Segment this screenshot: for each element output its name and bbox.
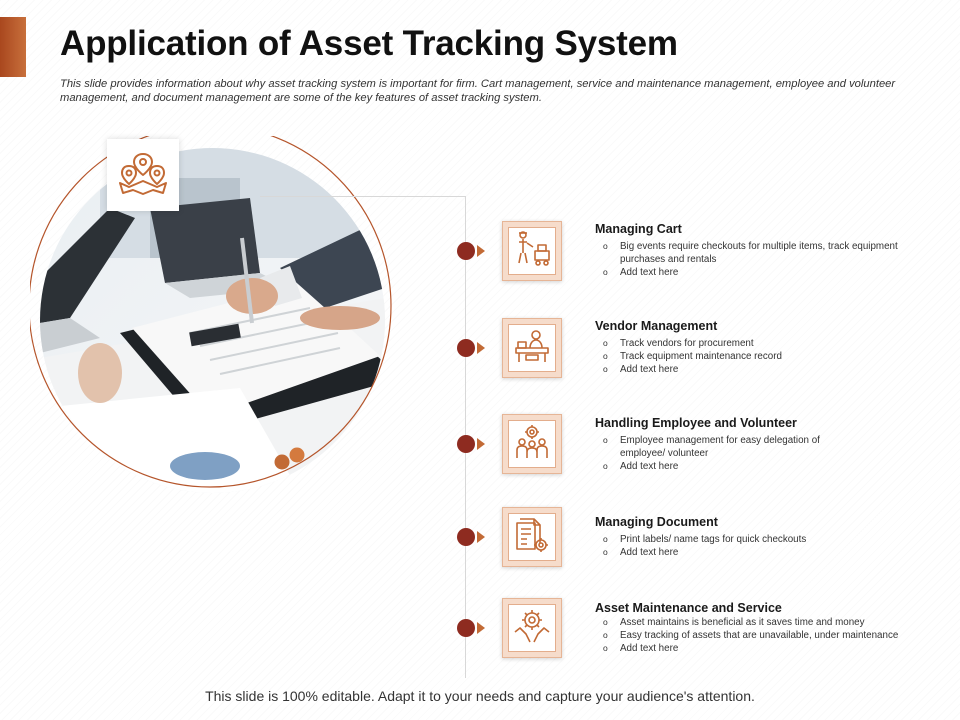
item-title-4: Managing Document [595,515,718,529]
bullet: Add text here [603,460,848,473]
page-title: Application of Asset Tracking System [60,24,678,63]
item-icon-box-5 [502,598,562,658]
bullet: Big events require checkouts for multipl… [603,240,933,266]
worker-cart-icon [512,229,552,274]
bullet: Add text here [603,363,933,376]
item-bullets-1: Big events require checkouts for multipl… [603,240,933,279]
marker-1 [457,242,487,260]
item-icon-box-2 [502,318,562,378]
hands-gear-icon [512,606,552,651]
bullet: Employee management for easy delegation … [603,434,848,460]
item-bullets-4: Print labels/ name tags for quick checko… [603,533,933,559]
item-icon-box-1 [502,221,562,281]
bullet: Print labels/ name tags for quick checko… [603,533,933,546]
marker-4 [457,528,487,546]
item-icon-box-3 [502,414,562,474]
bullet: Add text here [603,266,933,279]
bullet: Easy tracking of assets that are unavail… [603,629,933,642]
footer-note: This slide is 100% editable. Adapt it to… [205,688,755,704]
marker-5 [457,619,487,637]
marker-2 [457,339,487,357]
page-subtitle: This slide provides information about wh… [60,78,896,104]
item-icon-box-4 [502,507,562,567]
office-photo [40,148,385,493]
item-title-5: Asset Maintenance and Service [595,601,782,615]
location-pins-map-icon [116,151,170,200]
bullet: Asset maintains is beneficial as it save… [603,616,933,629]
team-gear-icon [512,422,552,467]
connector-line-top [260,196,465,197]
item-bullets-2: Track vendors for procurement Track equi… [603,337,933,376]
accent-bar [0,17,26,77]
decorative-ring [30,136,392,488]
marker-3 [457,435,487,453]
item-bullets-5: Asset maintains is beneficial as it save… [603,616,933,655]
item-title-1: Managing Cart [595,222,682,236]
bullet: Track equipment maintenance record [603,350,933,363]
vendor-desk-icon [512,326,552,371]
bullet: Add text here [603,546,933,559]
item-title-3: Handling Employee and Volunteer [595,416,797,430]
logo-box [107,139,179,211]
item-title-2: Vendor Management [595,319,718,333]
document-gear-icon [512,515,552,560]
bullet: Track vendors for procurement [603,337,933,350]
bullet: Add text here [603,642,933,655]
item-bullets-3: Employee management for easy delegation … [603,434,848,473]
